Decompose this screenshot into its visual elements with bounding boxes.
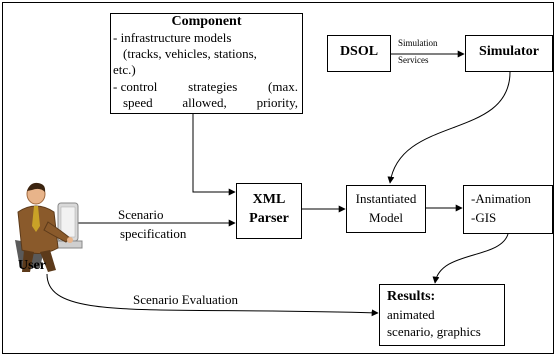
computer-monitor-icon bbox=[51, 202, 83, 249]
arrow-simulator-to-model bbox=[387, 71, 511, 184]
xml-parser-box: XML Parser bbox=[236, 183, 302, 239]
animation-label: -Animation bbox=[471, 191, 531, 206]
component-line-5-part-2: allowed, bbox=[182, 95, 227, 110]
instantiated-model-line-2: Model bbox=[369, 210, 403, 225]
arrow-component-to-parser bbox=[192, 114, 236, 196]
animation-gis-box: -Animation -GIS bbox=[463, 185, 553, 234]
component-line-4-part-1: - control bbox=[113, 79, 158, 94]
simulation-services-line-2: Services bbox=[398, 55, 429, 65]
simulator-label: Simulator bbox=[479, 44, 539, 59]
component-line-4-part-2: strategies bbox=[188, 79, 238, 94]
component-line-3: etc.) bbox=[113, 62, 136, 77]
component-line-5-part-1: speed bbox=[123, 95, 153, 110]
results-title: Results: bbox=[387, 289, 436, 304]
results-line-1: animated bbox=[387, 307, 435, 322]
component-line-5: speed allowed, priority, bbox=[123, 95, 298, 111]
results-line-2: scenario, graphics bbox=[387, 324, 481, 339]
arrow-animation-to-results bbox=[432, 233, 509, 284]
arrow-user-to-results bbox=[46, 273, 379, 317]
user-label: User bbox=[18, 258, 46, 273]
scenario-evaluation-label: Scenario Evaluation bbox=[133, 292, 239, 307]
scenario-label-line-2: specification bbox=[120, 226, 187, 241]
component-box: Component - infrastructure models (track… bbox=[110, 13, 303, 114]
component-line-4: - control strategies (max. bbox=[113, 79, 298, 95]
instantiated-model-line-1: Instantiated bbox=[355, 191, 417, 206]
gis-label: -GIS bbox=[471, 210, 497, 225]
instantiated-model-box: Instantiated Model bbox=[346, 185, 426, 233]
component-line-4-part-3: (max. bbox=[268, 79, 298, 94]
dsol-label: DSOL bbox=[339, 44, 379, 59]
xml-parser-line-1: XML bbox=[252, 192, 286, 207]
scenario-label-line-1: Scenario bbox=[118, 207, 164, 222]
dsol-box: DSOL bbox=[327, 35, 391, 72]
component-line-5-part-3: priority, bbox=[256, 95, 298, 110]
simulator-box: Simulator bbox=[465, 35, 553, 72]
component-line-2: (tracks, vehicles, stations, bbox=[123, 46, 257, 61]
user-icon bbox=[15, 182, 73, 272]
simulation-services-line-1: Simulation bbox=[398, 38, 438, 48]
xml-parser-line-2: Parser bbox=[249, 211, 289, 226]
results-box: Results: animated scenario, graphics bbox=[379, 284, 505, 346]
component-title: Component bbox=[171, 14, 242, 29]
component-line-1: - infrastructure models bbox=[113, 30, 232, 45]
